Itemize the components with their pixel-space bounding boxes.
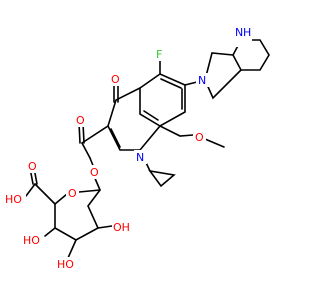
atom-label-hydroxyl-left: HO [23, 234, 40, 247]
atom-label-methoxy-oxygen: O [195, 131, 204, 144]
atom-label-ring-oxygen: O [68, 187, 77, 200]
atom-label-ester-carbonyl-oxygen: O [76, 114, 85, 127]
atom-label-acid-carbonyl-oxygen: O [28, 160, 37, 173]
atom-label-quinoline-nitrogen: N [136, 151, 144, 164]
atom-label-ester-link-oxygen: O [90, 166, 99, 179]
atom-label-hydroxyl-bottom: HO [57, 258, 74, 271]
bond-lines [25, 39, 270, 259]
atom-label-keto-oxygen: O [111, 73, 120, 86]
molecule-structure: N H F N O O O O N O HO O HO OH HO [4, 25, 270, 271]
atom-label-acid-hydroxyl: HO [5, 193, 22, 206]
atom-label-pyrrolidine-nitrogen: N [198, 74, 206, 87]
atom-label-hydroxyl-right: OH [113, 221, 130, 234]
atom-labels: N H F N O O O O N O HO O HO OH HO [4, 25, 252, 271]
atom-label-nh-n: N [235, 26, 243, 39]
atom-label-nh-h: H [243, 26, 251, 39]
atom-label-fluorine: F [156, 48, 162, 61]
